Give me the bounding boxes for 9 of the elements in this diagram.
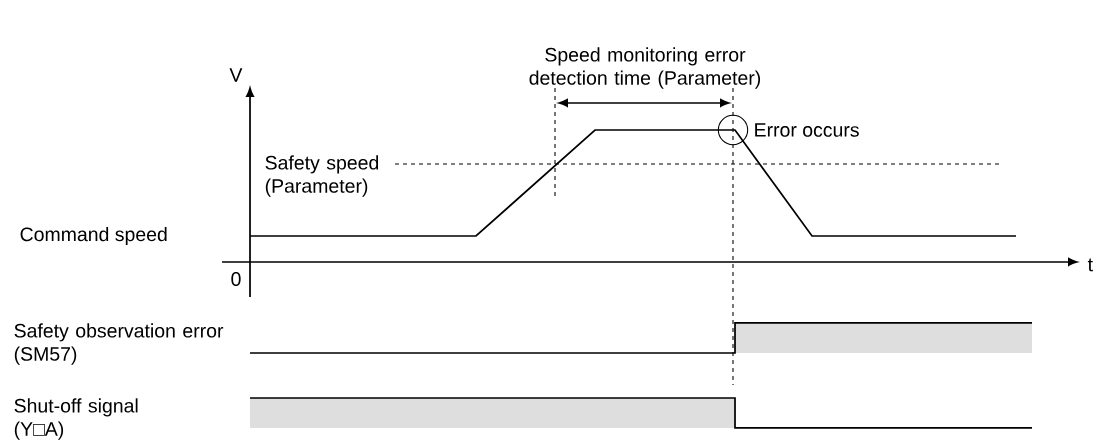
threshold-label: Safety speed (Parameter) bbox=[265, 155, 379, 197]
signal-label: Shut-off signal (Y□A) bbox=[14, 398, 138, 440]
annotation-label: Error occurs bbox=[755, 123, 859, 137]
signal-label: Safety observation error (SM57) bbox=[14, 323, 224, 365]
signal-label: Command speed bbox=[20, 226, 167, 246]
axis-label: V bbox=[229, 68, 243, 82]
axis-label: t bbox=[1087, 258, 1093, 272]
axis-label: 0 bbox=[231, 272, 241, 286]
duration-label: Speed monitoring error detection time (Parameter) bbox=[529, 47, 761, 89]
